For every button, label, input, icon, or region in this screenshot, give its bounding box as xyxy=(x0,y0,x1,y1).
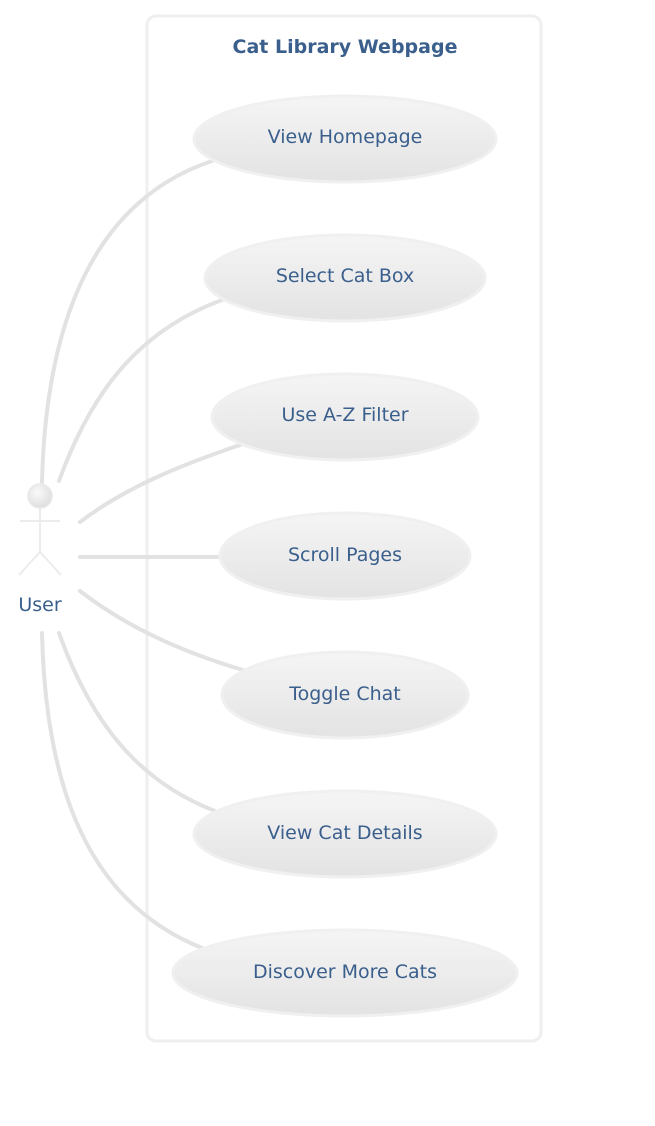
association-discover-more-cats xyxy=(40,631,204,950)
actor-head-icon xyxy=(27,483,53,509)
actor-user: User xyxy=(18,483,62,616)
actor-right-leg-icon xyxy=(39,551,62,576)
use-case-select-cat-box: Select Cat Box xyxy=(203,233,487,323)
use-case-scroll-pages: Scroll Pages xyxy=(218,511,472,601)
use-case-view-cat-details: View Cat Details xyxy=(192,789,498,879)
use-case-use-a-z-filter: Use A-Z Filter xyxy=(210,372,480,462)
use-case-label: Select Cat Box xyxy=(276,265,414,287)
use-case-label: Toggle Chat xyxy=(288,683,401,705)
use-case-view-homepage: View Homepage xyxy=(192,94,498,184)
association-toggle-chat xyxy=(78,589,245,672)
use-case-label: View Cat Details xyxy=(267,822,422,844)
actor-label: User xyxy=(18,594,61,616)
association-view-homepage xyxy=(40,159,214,484)
system-title: Cat Library Webpage xyxy=(233,36,458,58)
associations xyxy=(40,159,245,950)
use-case-label: View Homepage xyxy=(268,126,423,148)
use-case-label: Scroll Pages xyxy=(288,544,402,566)
association-view-cat-details xyxy=(57,631,217,813)
actor-left-leg-icon xyxy=(18,551,41,576)
association-select-cat-box xyxy=(57,298,224,483)
use-case-toggle-chat: Toggle Chat xyxy=(220,650,470,740)
use-case-label: Discover More Cats xyxy=(253,961,437,983)
association-use-a-z-filter xyxy=(78,443,242,524)
use-case-label: Use A-Z Filter xyxy=(281,404,408,426)
use-case-discover-more-cats: Discover More Cats xyxy=(171,928,519,1018)
